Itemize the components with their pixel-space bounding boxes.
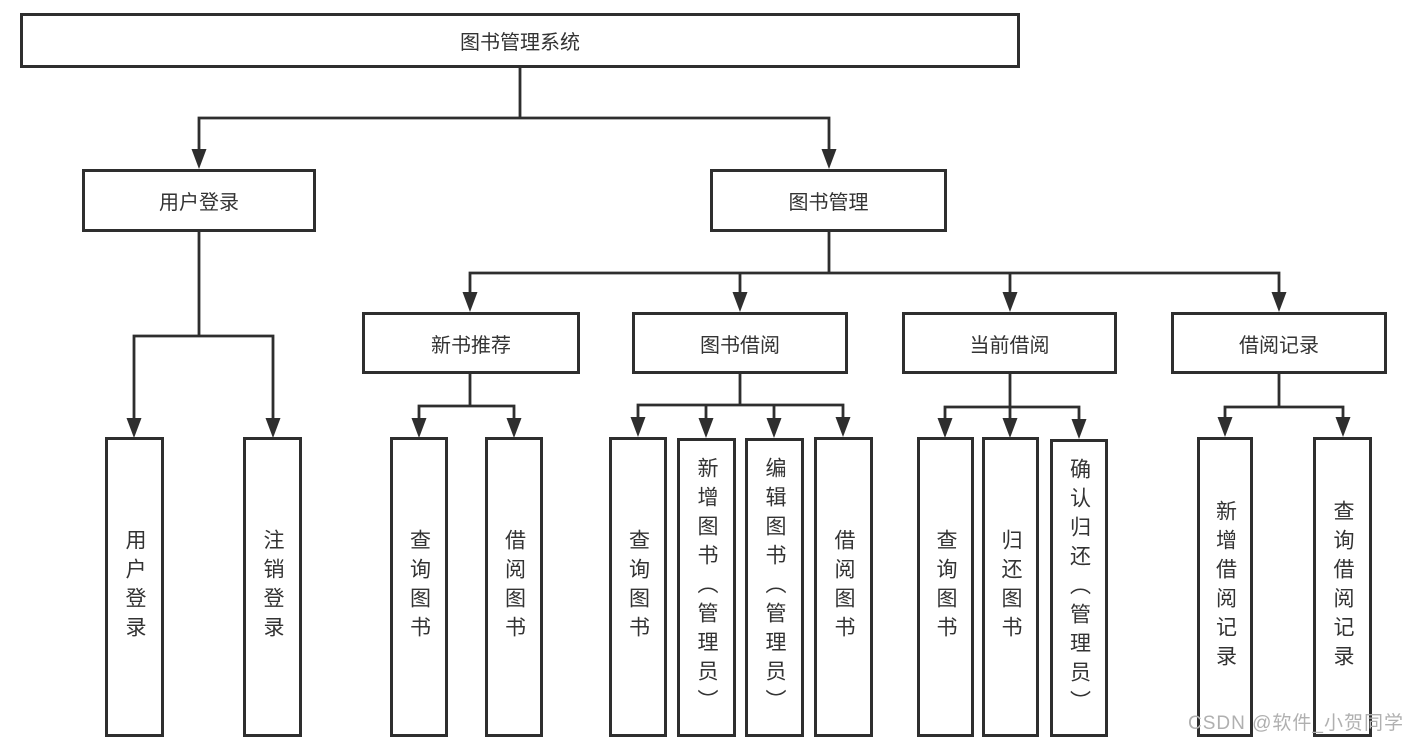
node-query-borrow-record: 查询借阅记录 <box>1313 437 1372 737</box>
node-query-books-current: 查询图书 <box>917 437 974 737</box>
node-borrowing-records: 借阅记录 <box>1171 312 1387 374</box>
node-current-borrowing: 当前借阅 <box>902 312 1117 374</box>
node-query-books-recommend: 查询图书 <box>390 437 448 737</box>
node-borrow-books-recommend: 借阅图书 <box>485 437 543 737</box>
node-return-books: 归还图书 <box>982 437 1039 737</box>
csdn-watermark: CSDN @软件_小贺同学 <box>1188 713 1404 734</box>
node-user-login: 用户登录 <box>82 169 316 232</box>
node-borrow-books-borrowing: 借阅图书 <box>814 437 873 737</box>
node-library-system: 图书管理系统 <box>20 13 1020 68</box>
node-book-borrowing: 图书借阅 <box>632 312 848 374</box>
node-edit-books-admin: 编辑图书（管理员） <box>745 438 804 737</box>
node-add-books-admin: 新增图书（管理员） <box>677 438 736 737</box>
node-logout-action: 注销登录 <box>243 437 302 737</box>
node-query-books-borrowing: 查询图书 <box>609 437 667 737</box>
node-book-management: 图书管理 <box>710 169 947 232</box>
node-new-book-recommend: 新书推荐 <box>362 312 580 374</box>
node-user-login-action: 用户登录 <box>105 437 164 737</box>
node-add-borrow-record: 新增借阅记录 <box>1197 437 1253 737</box>
node-confirm-return-admin: 确认归还（管理员） <box>1050 439 1108 737</box>
